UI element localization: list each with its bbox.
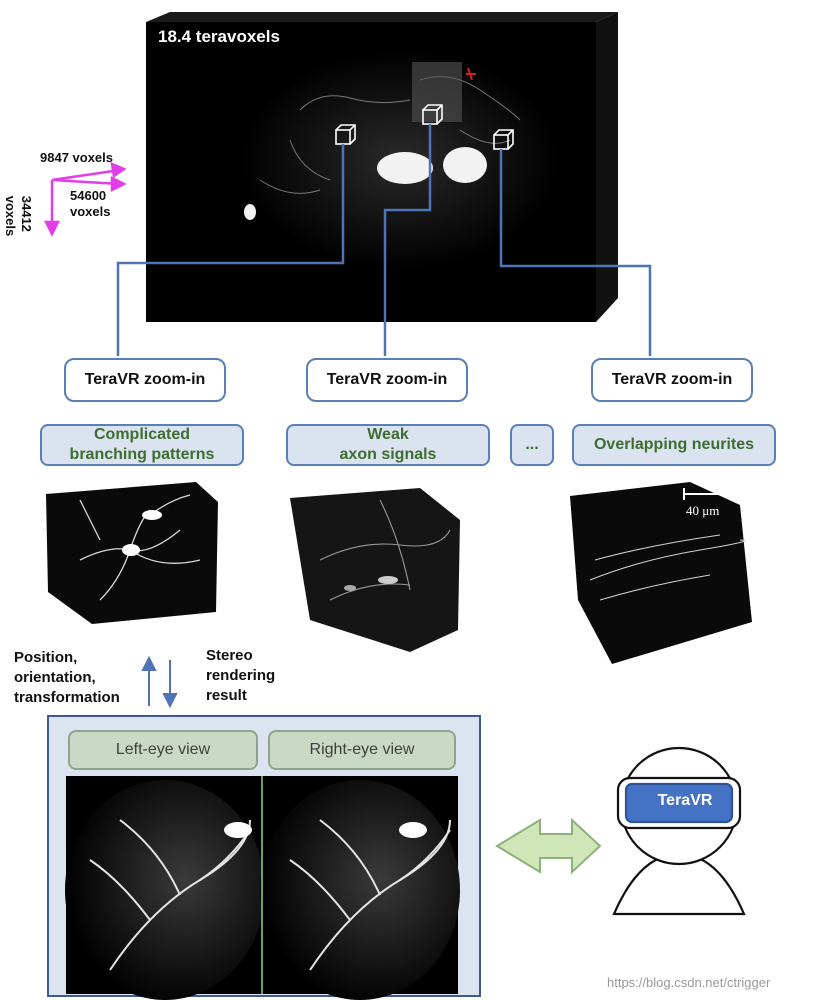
vr-interaction-arrows: [141, 655, 178, 709]
right-eye-neurons: [289, 819, 451, 971]
axis-arrows: [43, 161, 127, 237]
subvolume-2: [290, 488, 460, 652]
connector-lines: [116, 124, 652, 356]
arrow-head-x: [110, 175, 127, 193]
left-eye-label: Left-eye view: [68, 730, 258, 770]
subvolume-1: [46, 482, 218, 624]
tag-weak-axon: Weak axon signals: [286, 424, 490, 466]
scale-bar-label: 40 μm: [686, 503, 720, 518]
red-marker: [466, 67, 476, 81]
arrow-head-y: [110, 161, 127, 179]
cube-side-face: [596, 12, 618, 322]
input-label: Position, orientation, transformation: [14, 649, 120, 706]
headset-text: TeraVR: [657, 792, 713, 809]
bright-cell-clusters: [244, 147, 487, 220]
scale-bar: [683, 488, 737, 500]
axis-label-x: 54600 voxels: [70, 188, 111, 219]
vr-user-figure: [612, 746, 746, 916]
zoom-box-1: TeraVR zoom-in: [64, 358, 226, 402]
axis-label-y: 9847 voxels: [40, 150, 114, 165]
right-eye-label: Right-eye view: [268, 730, 456, 770]
volume-title: 18.4 teravoxels: [158, 27, 280, 46]
axis-label-z: 34412 voxels: [3, 195, 35, 237]
zoom-box-3: TeraVR zoom-in: [591, 358, 753, 402]
tag-overlapping: Overlapping neurites: [572, 424, 776, 466]
watermark: https://blog.csdn.net/ctrigger: [607, 975, 771, 990]
subvolume-3: [570, 482, 752, 664]
double-arrow: [495, 817, 602, 875]
cube-top-face: [146, 12, 618, 22]
output-label: Stereo rendering result: [206, 647, 276, 704]
tag-branching: Complicated branching patterns: [40, 424, 244, 466]
zoom-box-2: TeraVR zoom-in: [306, 358, 468, 402]
arrow-head-z: [43, 220, 61, 237]
tag-ellipsis: ...: [510, 424, 554, 466]
